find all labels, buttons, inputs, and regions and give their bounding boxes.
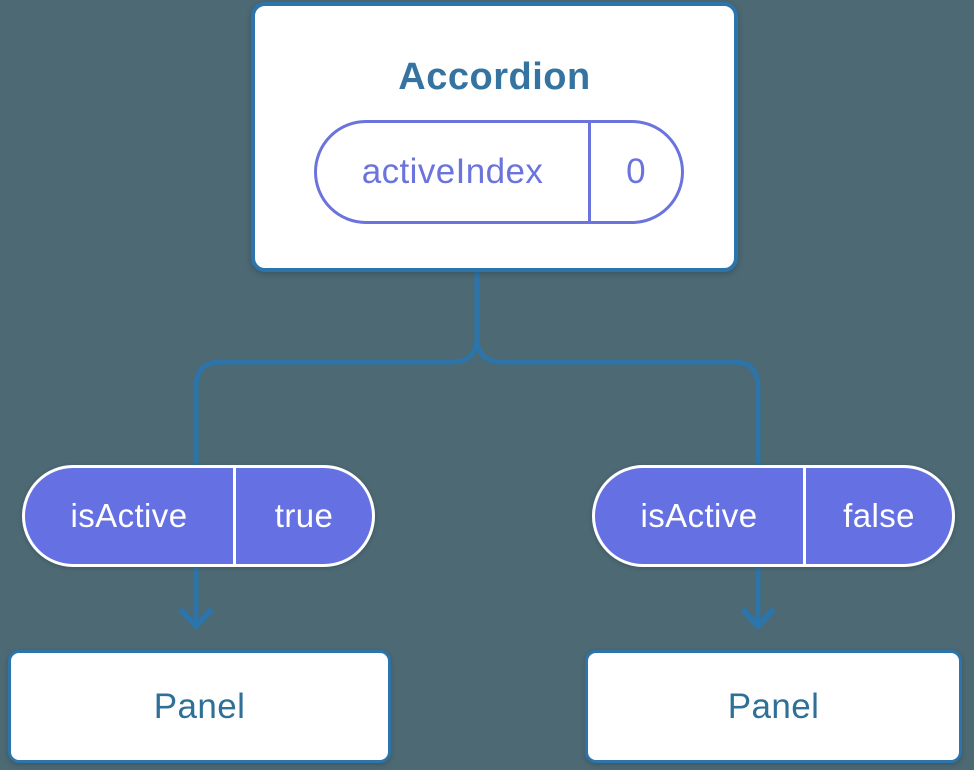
- accordion-card: Accordion activeIndex 0: [251, 2, 738, 272]
- panel-title: Panel: [727, 686, 820, 726]
- accordion-title: Accordion: [398, 56, 591, 98]
- state-name: activeIndex: [317, 123, 591, 221]
- prop-name: isActive: [25, 468, 236, 564]
- arrow-down-icon: [179, 608, 213, 629]
- prop-pill-is-active-false: isActive false: [592, 465, 955, 567]
- prop-value: false: [843, 497, 915, 534]
- prop-pill-is-active-true: isActive true: [22, 465, 375, 567]
- state-value: 0: [626, 152, 646, 191]
- prop-value: true: [274, 497, 334, 534]
- connector-left-branch: [193, 268, 480, 623]
- connector-right-branch: [474, 268, 761, 623]
- panel-card-right: Panel: [585, 650, 962, 763]
- panel-card-left: Panel: [8, 650, 391, 763]
- prop-name: isActive: [595, 468, 806, 564]
- panel-title: Panel: [153, 686, 246, 726]
- state-pill: activeIndex 0: [314, 120, 684, 224]
- arrow-down-icon: [741, 608, 775, 629]
